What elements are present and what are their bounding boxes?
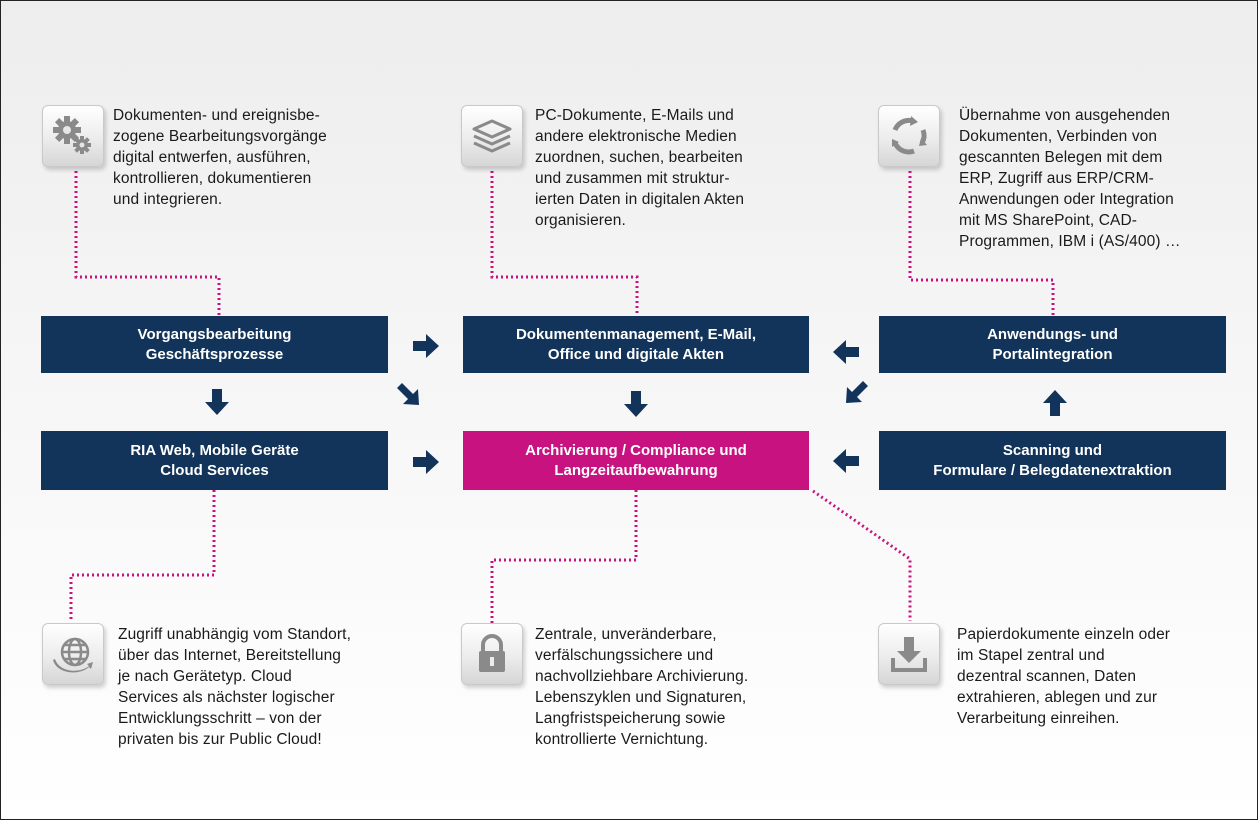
box-scanning-line1: Scanning und [1002,441,1103,459]
description-line: verfälschungssichere und [535,647,714,664]
refresh-icon [878,105,940,167]
arrow-right-icon [413,334,439,358]
connector-ria [69,490,216,621]
description-line: ERP, Zugriff aus ERP/CRM- [959,170,1154,187]
box-archivierung-line1: Archivierung / Compliance und [525,441,747,459]
box-dokumentenmanagement: Dokumentenmanagement, E-Mail, Office und… [463,316,809,373]
box-vorgangsbearbeitung-line2: Geschäftsprozesse [145,345,284,363]
description-line: ierten Daten in digitalen Akten [535,191,745,208]
connector-scanning [812,489,912,621]
download-icon [878,623,940,685]
arrow-left-icon [833,449,859,473]
description-line: im Stapel zentral und [957,647,1105,664]
description-line: Zentrale, unveränderbare, [535,626,717,643]
description-archiv: Zentrale, unveränderbare, verfälschungss… [535,624,748,750]
description-ria: Zugriff unabhängig vom Standort, über da… [118,624,351,750]
box-ria-web-line1: RIA Web, Mobile Geräte [130,441,299,459]
description-scanning: Papierdokumente einzeln oder im Stapel z… [957,624,1170,729]
arrow-down-icon [624,391,648,417]
description-line: kontrollierte Vernichtung. [535,731,709,748]
description-line: und integrieren. [113,191,223,208]
connector-anwendung [908,171,1055,316]
description-line: nachvollziehbare Archivierung. [535,668,749,685]
description-line: gescannten Belegen mit dem [959,149,1163,166]
description-line: Services als nächster logischer [118,689,335,706]
description-line: Dokumenten, Verbinden von [959,128,1158,145]
description-line: Entwicklungsschritt – von der [118,710,322,727]
description-line: Langfristspeicherung sowie [535,710,726,727]
box-ria-web-line2: Cloud Services [160,461,269,479]
description-line: Zugriff unabhängig vom Standort, [118,626,351,643]
box-scanning-line2: Formulare / Belegdatenextraktion [933,461,1172,479]
description-line: über das Internet, Bereitstellung [118,647,342,664]
description-line: mit MS SharePoint, CAD- [959,212,1138,229]
arrow-down-right-icon [397,383,419,405]
description-anwendung: Übernahme von ausgehenden Dokumenten, Ve… [959,105,1181,252]
connector-dms [490,171,639,316]
description-line: organisieren. [535,212,626,229]
description-line: andere elektronische Medien [535,128,737,145]
globe-icon [42,623,104,685]
description-line: extrahieren, ablegen und zur [957,689,1158,706]
description-line: Übernahme von ausgehenden [959,107,1171,124]
description-line: zogene Bearbeitungsvorgänge [113,128,327,145]
description-line: Dokumenten- und ereignisbe- [113,107,320,124]
description-line: dezentral scannen, Daten [957,668,1137,685]
gears-icon [42,105,104,167]
box-anwendungsintegration-line2: Portalintegration [992,345,1113,363]
box-ria-web: RIA Web, Mobile Geräte Cloud Services [41,431,388,490]
description-line: und zusammen mit struktur- [535,170,730,187]
box-archivierung: Archivierung / Compliance und Langzeitau… [463,431,809,490]
box-dokumentenmanagement-line1: Dokumentenmanagement, E-Mail, [515,325,757,343]
box-vorgangsbearbeitung: Vorgangsbearbeitung Geschäftsprozesse [41,316,388,373]
arrow-up-icon [1043,390,1067,416]
description-line: zuordnen, suchen, bearbeiten [535,149,743,166]
description-line: PC-Dokumente, E-Mails und [535,107,734,124]
lock-icon [461,623,523,685]
description-dms: PC-Dokumente, E-Mails und andere elektro… [535,105,744,231]
layers-icon [461,105,523,167]
box-vorgangsbearbeitung-line1: Vorgangsbearbeitung [137,325,292,343]
connector-archiv [490,490,638,623]
description-line: Verarbeitung einreihen. [957,710,1120,727]
arrow-left-icon [833,340,859,364]
description-line: kontrollieren, dokumentieren [113,170,312,187]
description-line: Lebenszyklen und Signaturen, [535,689,747,706]
description-line: Anwendungen oder Integration [959,191,1174,208]
description-line: privaten bis zur Public Cloud! [118,731,322,748]
box-dokumentenmanagement-line2: Office und digitale Akten [547,345,725,363]
description-line: je nach Gerätetyp. Cloud [118,668,292,685]
description-line: Papierdokumente einzeln oder [957,626,1171,643]
arrow-down-icon [205,389,229,415]
box-archivierung-line2: Langzeitaufbewahrung [554,461,718,479]
box-anwendungsintegration-line1: Anwendungs- und [987,325,1118,343]
description-vorgang: Dokumenten- und ereignisbe- zogene Bearb… [113,105,327,210]
description-line: digital entwerfen, ausführen, [113,149,311,166]
box-anwendungsintegration: Anwendungs- und Portalintegration [879,316,1226,373]
arrow-down-left-icon [846,381,868,403]
description-line: Programmen, IBM i (AS/400) … [959,233,1181,250]
arrow-right-icon [413,450,439,474]
box-scanning: Scanning und Formulare / Belegdatenextra… [879,431,1226,490]
